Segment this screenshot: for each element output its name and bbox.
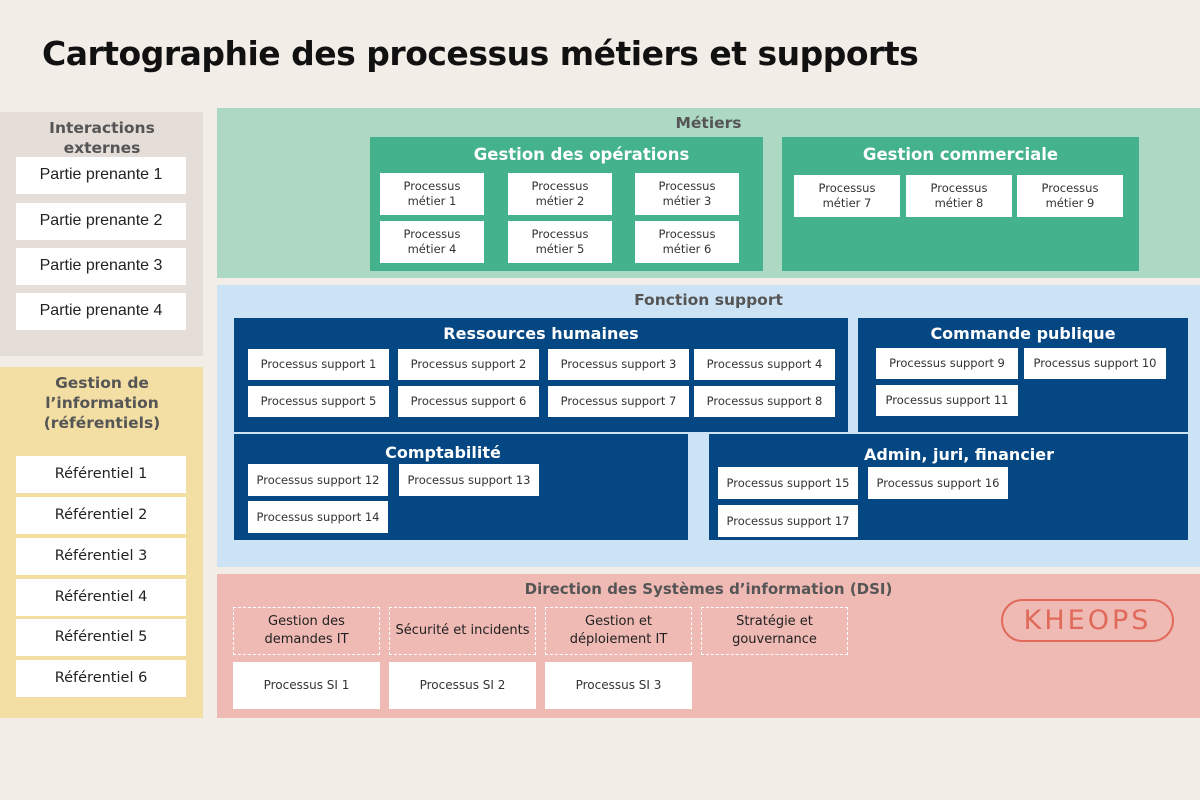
operations-title: Gestion des opérations bbox=[473, 145, 690, 164]
process-support-14: Processus support 14 bbox=[248, 501, 388, 533]
stakeholder-2: Partie prenante 2 bbox=[16, 203, 186, 240]
metiers-title: Métiers bbox=[675, 114, 742, 132]
process-metier-8: Processus métier 8 bbox=[906, 175, 1012, 217]
process-support-12: Processus support 12 bbox=[248, 464, 388, 496]
admin-group: Admin, juri, financier Processus support… bbox=[709, 434, 1188, 540]
interactions-title: Interactions externes bbox=[49, 119, 155, 158]
referentiel-3: Référentiel 3 bbox=[16, 538, 186, 575]
compta-group: Comptabilité Processus support 12 Proces… bbox=[234, 434, 688, 540]
stakeholder-3: Partie prenante 3 bbox=[16, 248, 186, 285]
dsi-panel: Direction des Systèmes d’information (DS… bbox=[217, 574, 1200, 718]
gestion-info-panel: Gestion de l’information (référentiels) … bbox=[0, 367, 203, 718]
referentiel-5: Référentiel 5 bbox=[16, 619, 186, 656]
page-title: Cartographie des processus métiers et su… bbox=[42, 34, 919, 73]
process-support-10: Processus support 10 bbox=[1024, 348, 1166, 379]
process-support-15: Processus support 15 bbox=[718, 467, 858, 499]
process-support-8: Processus support 8 bbox=[694, 386, 835, 417]
support-panel: Fonction support Ressources humaines Pro… bbox=[217, 285, 1200, 567]
commerciale-group: Gestion commerciale Processus métier 7 P… bbox=[782, 137, 1139, 271]
admin-title: Admin, juri, financier bbox=[863, 445, 1055, 464]
kheops-logo-text: KHEOPS bbox=[1023, 605, 1152, 636]
dsi-category-strategie: Stratégie et gouvernance bbox=[701, 607, 848, 655]
process-support-5: Processus support 5 bbox=[248, 386, 389, 417]
process-si-1: Processus SI 1 bbox=[233, 662, 380, 709]
commerciale-title: Gestion commerciale bbox=[862, 145, 1059, 164]
process-support-4: Processus support 4 bbox=[694, 349, 835, 380]
process-si-3: Processus SI 3 bbox=[545, 662, 692, 709]
commande-title: Commande publique bbox=[930, 324, 1116, 343]
rh-title: Ressources humaines bbox=[443, 324, 639, 343]
dsi-category-securite: Sécurité et incidents bbox=[389, 607, 536, 655]
process-metier-1: Processus métier 1 bbox=[380, 173, 484, 215]
process-support-11: Processus support 11 bbox=[876, 385, 1018, 416]
referentiel-1: Référentiel 1 bbox=[16, 456, 186, 493]
process-support-7: Processus support 7 bbox=[548, 386, 689, 417]
dsi-category-deploiement: Gestion et déploiement IT bbox=[545, 607, 692, 655]
process-support-13: Processus support 13 bbox=[399, 464, 539, 496]
process-support-2: Processus support 2 bbox=[398, 349, 539, 380]
compta-title: Comptabilité bbox=[385, 443, 501, 462]
process-metier-2: Processus métier 2 bbox=[508, 173, 612, 215]
stakeholder-1: Partie prenante 1 bbox=[16, 157, 186, 194]
referentiel-6: Référentiel 6 bbox=[16, 660, 186, 697]
process-metier-9: Processus métier 9 bbox=[1017, 175, 1123, 217]
process-support-16: Processus support 16 bbox=[868, 467, 1008, 499]
support-title: Fonction support bbox=[634, 291, 783, 309]
gestion-info-title: Gestion de l’information (référentiels) bbox=[43, 374, 161, 433]
process-support-17: Processus support 17 bbox=[718, 505, 858, 537]
stakeholder-4: Partie prenante 4 bbox=[16, 293, 186, 330]
referentiel-2: Référentiel 2 bbox=[16, 497, 186, 534]
process-si-2: Processus SI 2 bbox=[389, 662, 536, 709]
process-support-1: Processus support 1 bbox=[248, 349, 389, 380]
process-support-9: Processus support 9 bbox=[876, 348, 1018, 379]
kheops-logo: KHEOPS bbox=[1001, 599, 1174, 642]
process-metier-4: Processus métier 4 bbox=[380, 221, 484, 263]
rh-group: Ressources humaines Processus support 1 … bbox=[234, 318, 848, 432]
referentiel-4: Référentiel 4 bbox=[16, 579, 186, 616]
process-support-6: Processus support 6 bbox=[398, 386, 539, 417]
process-metier-6: Processus métier 6 bbox=[635, 221, 739, 263]
process-metier-7: Processus métier 7 bbox=[794, 175, 900, 217]
commande-group: Commande publique Processus support 9 Pr… bbox=[858, 318, 1188, 432]
process-metier-5: Processus métier 5 bbox=[508, 221, 612, 263]
process-metier-3: Processus métier 3 bbox=[635, 173, 739, 215]
interactions-panel: Interactions externes Partie prenante 1 … bbox=[0, 112, 203, 356]
dsi-title: Direction des Systèmes d’information (DS… bbox=[524, 580, 893, 598]
operations-group: Gestion des opérations Processus métier … bbox=[370, 137, 763, 271]
process-support-3: Processus support 3 bbox=[548, 349, 689, 380]
metiers-panel: Métiers Gestion des opérations Processus… bbox=[217, 108, 1200, 278]
dsi-category-demandes: Gestion des demandes IT bbox=[233, 607, 380, 655]
